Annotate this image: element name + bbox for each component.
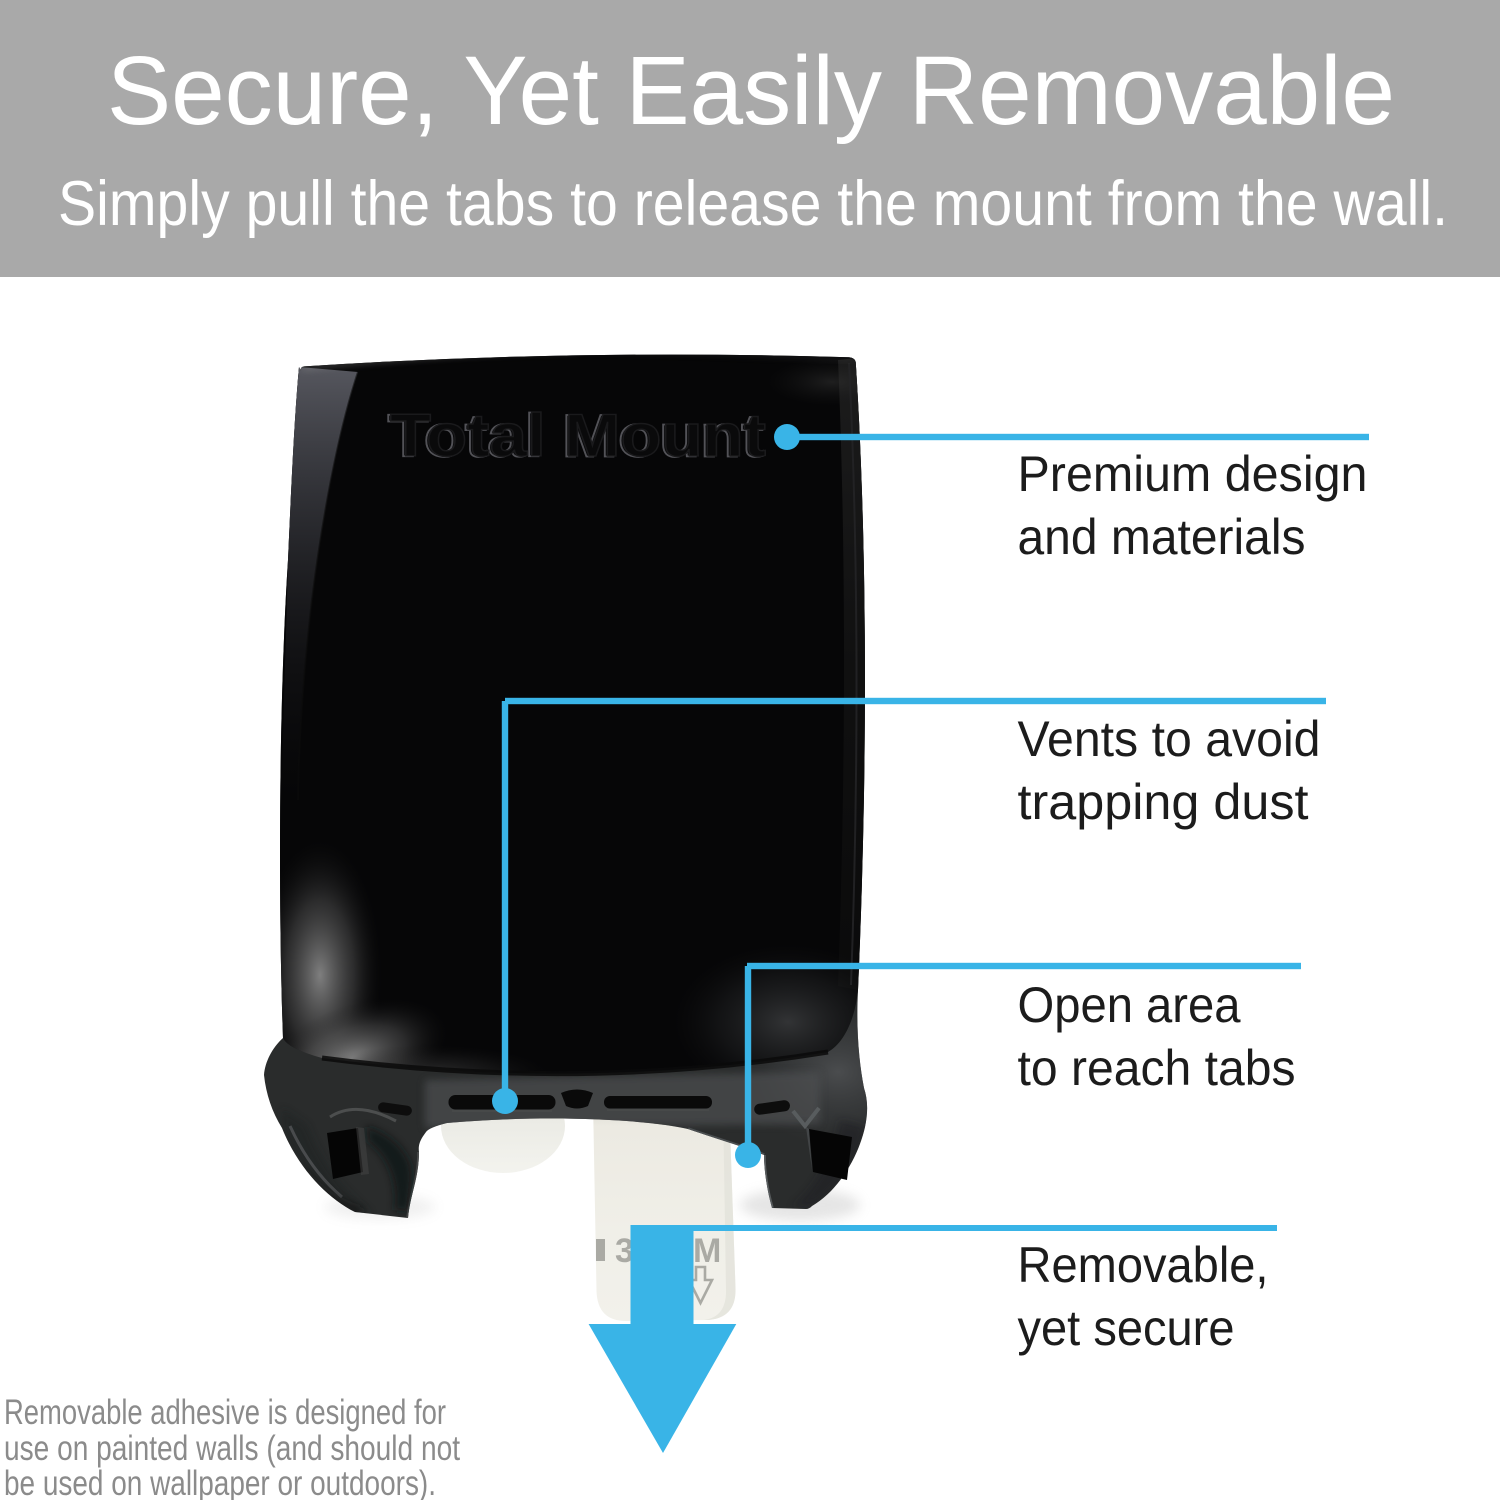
svg-text:Vents to avoid: Vents to avoid [1018,711,1321,767]
svg-text:to reach tabs: to reach tabs [1018,1040,1296,1096]
svg-text:Removable adhesive is designed: Removable adhesive is designed for [4,1393,446,1432]
svg-text:trapping dust: trapping dust [1018,774,1309,830]
svg-text:use on painted walls (and shou: use on painted walls (and should not [4,1429,460,1468]
svg-text:Total Mount: Total Mount [388,403,764,470]
svg-text:be used on wallpaper or outdoo: be used on wallpaper or outdoors). [4,1464,436,1500]
svg-text:and materials: and materials [1018,509,1306,565]
svg-text:Open area: Open area [1018,977,1241,1033]
svg-text:Removable,: Removable, [1018,1237,1269,1293]
svg-text:3: 3 [615,1232,634,1270]
svg-text:Simply pull the tabs to releas: Simply pull the tabs to release the moun… [58,169,1448,239]
svg-text:Secure, Yet Easily Removable: Secure, Yet Easily Removable [107,36,1395,145]
svg-text:Premium design: Premium design [1018,446,1368,502]
svg-text:Total Mount: Total Mount [390,402,766,469]
svg-text:M: M [693,1232,721,1270]
svg-text:yet secure: yet secure [1018,1300,1235,1356]
